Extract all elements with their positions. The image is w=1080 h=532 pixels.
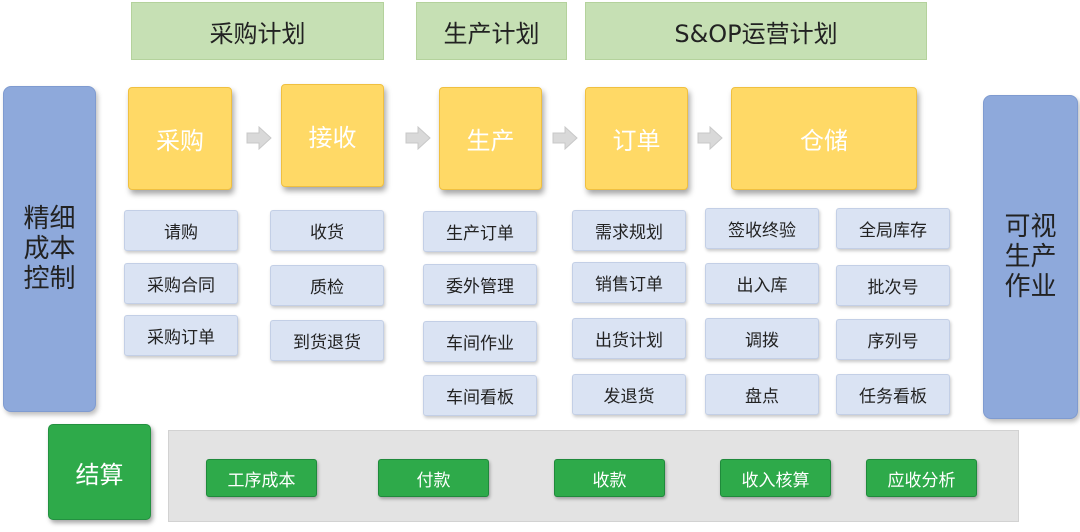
side-line: 可视 bbox=[1004, 212, 1057, 242]
settlement-item[interactable]: 工序成本 bbox=[206, 459, 317, 497]
side-line: 生产 bbox=[1004, 242, 1057, 272]
side-panel-visual-production: 可视 生产 作业 bbox=[983, 95, 1078, 419]
sub-item-receive[interactable]: 收货 bbox=[270, 210, 384, 251]
sub-item-warehouse[interactable]: 签收终验 bbox=[705, 208, 819, 249]
module-produce[interactable]: 生产 bbox=[439, 87, 542, 190]
module-settlement[interactable]: 结算 bbox=[48, 424, 151, 520]
sub-item-warehouse[interactable]: 盘点 bbox=[705, 374, 819, 415]
sub-item-purchase[interactable]: 采购合同 bbox=[124, 263, 238, 304]
sub-item-order[interactable]: 发退货 bbox=[572, 374, 686, 415]
sub-item-order[interactable]: 出货计划 bbox=[572, 318, 686, 359]
sub-item-receive[interactable]: 质检 bbox=[270, 265, 384, 306]
sub-item-warehouse[interactable]: 批次号 bbox=[836, 265, 950, 306]
module-receive[interactable]: 接收 bbox=[281, 84, 384, 187]
sub-item-receive[interactable]: 到货退货 bbox=[270, 320, 384, 361]
sub-item-warehouse[interactable]: 序列号 bbox=[836, 319, 950, 360]
sub-item-warehouse[interactable]: 全局库存 bbox=[836, 208, 950, 249]
sub-item-produce[interactable]: 车间看板 bbox=[423, 375, 537, 416]
sub-item-produce[interactable]: 生产订单 bbox=[423, 211, 537, 252]
plan-sop: S&OP运营计划 bbox=[585, 2, 927, 60]
arrow-right-icon bbox=[405, 126, 431, 150]
settlement-item[interactable]: 收款 bbox=[554, 459, 665, 497]
arrow-right-icon bbox=[552, 126, 578, 150]
side-panel-cost-control: 精细 成本 控制 bbox=[3, 86, 96, 412]
module-order[interactable]: 订单 bbox=[585, 87, 688, 190]
sub-item-warehouse[interactable]: 出入库 bbox=[705, 263, 819, 304]
sub-item-warehouse[interactable]: 任务看板 bbox=[836, 374, 950, 415]
settlement-item[interactable]: 付款 bbox=[378, 459, 489, 497]
sub-item-produce[interactable]: 委外管理 bbox=[423, 264, 537, 305]
sub-item-warehouse[interactable]: 调拨 bbox=[705, 318, 819, 359]
module-warehouse[interactable]: 仓储 bbox=[731, 87, 917, 190]
settlement-item[interactable]: 应收分析 bbox=[866, 459, 977, 497]
arrow-right-icon bbox=[697, 126, 723, 150]
side-line: 成本 bbox=[23, 234, 76, 264]
side-line: 作业 bbox=[1004, 272, 1057, 302]
sub-item-order[interactable]: 销售订单 bbox=[572, 262, 686, 303]
sub-item-purchase[interactable]: 采购订单 bbox=[124, 315, 238, 356]
sub-item-purchase[interactable]: 请购 bbox=[124, 210, 238, 251]
side-line: 控制 bbox=[23, 264, 76, 294]
sub-item-order[interactable]: 需求规划 bbox=[572, 210, 686, 251]
arrow-right-icon bbox=[246, 126, 272, 150]
side-line: 精细 bbox=[23, 204, 76, 234]
sub-item-produce[interactable]: 车间作业 bbox=[423, 321, 537, 362]
settlement-item[interactable]: 收入核算 bbox=[720, 459, 831, 497]
module-purchase[interactable]: 采购 bbox=[128, 87, 232, 190]
plan-purchase: 采购计划 bbox=[131, 2, 384, 60]
plan-production: 生产计划 bbox=[416, 2, 567, 60]
